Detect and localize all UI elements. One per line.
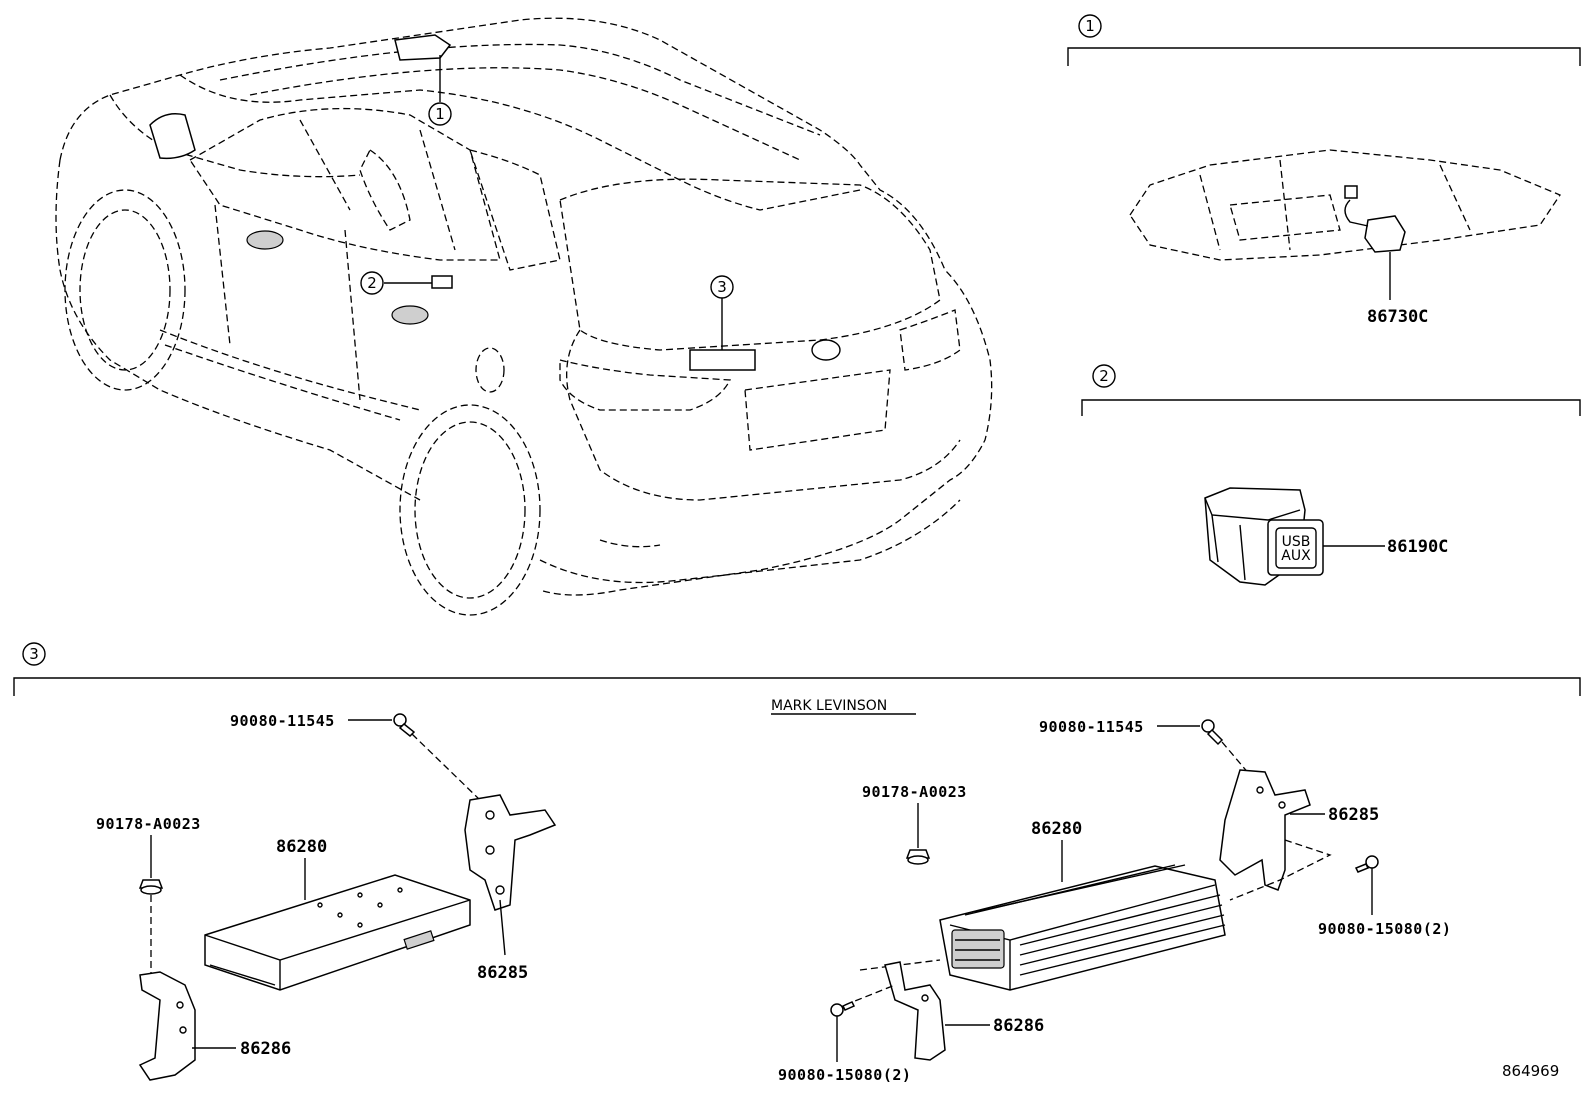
- part-label-86190C: 86190C: [1387, 537, 1448, 557]
- right-bolt-top-label: 90080-11545: [1039, 718, 1144, 736]
- left-amplifier-label: 86280: [276, 837, 327, 857]
- section-1-marker: 1: [1085, 17, 1095, 35]
- switch-label-usb: USB: [1282, 534, 1311, 550]
- vehicle-illustration: [55, 17, 993, 616]
- right-amplifier-group: 90080-11545 86285 90080-15080(2) 90178-A…: [778, 718, 1451, 1084]
- vehicle-callout-3-label: 3: [717, 278, 727, 296]
- left-bracket-right-label: 86285: [477, 963, 528, 983]
- left-bracket-left-label: 86286: [240, 1039, 291, 1059]
- vehicle-callout-1-label: 1: [435, 105, 445, 123]
- right-bracket-right-label: 86285: [1328, 805, 1379, 825]
- section-1: 1 86730C: [1067, 14, 1581, 327]
- vehicle-callout-1: 1: [428, 55, 452, 126]
- vehicle-callout-3: 3: [710, 275, 734, 350]
- section-2: 2 USB AUX 86190C: [1081, 364, 1581, 586]
- variant-caption: MARK LEVINSON: [771, 698, 887, 714]
- section-3: 3 MARK LEVINSON 90080-11545 86285 90178-…: [13, 642, 1581, 1084]
- vehicle-callout-2: 2: [360, 271, 432, 295]
- section-3-marker: 3: [29, 645, 39, 663]
- right-bolt-left-label: 90080-15080(2): [778, 1066, 911, 1084]
- left-amplifier-group: 90080-11545 86285 90178-A0023 86280: [96, 712, 557, 1081]
- right-bolt-right-label: 90080-15080(2): [1318, 920, 1451, 938]
- part-label-86730C: 86730C: [1367, 307, 1428, 327]
- switch-label-aux: AUX: [1281, 548, 1311, 564]
- section-2-marker: 2: [1099, 367, 1109, 385]
- left-bolt-top-label: 90080-11545: [230, 712, 335, 730]
- vehicle-callout-2-label: 2: [367, 274, 377, 292]
- right-bracket-left-label: 86286: [993, 1016, 1044, 1036]
- right-nut-label: 90178-A0023: [862, 783, 967, 801]
- left-nut-label: 90178-A0023: [96, 815, 201, 833]
- right-amplifier-label: 86280: [1031, 819, 1082, 839]
- illustration-number: 864969: [1502, 1062, 1559, 1080]
